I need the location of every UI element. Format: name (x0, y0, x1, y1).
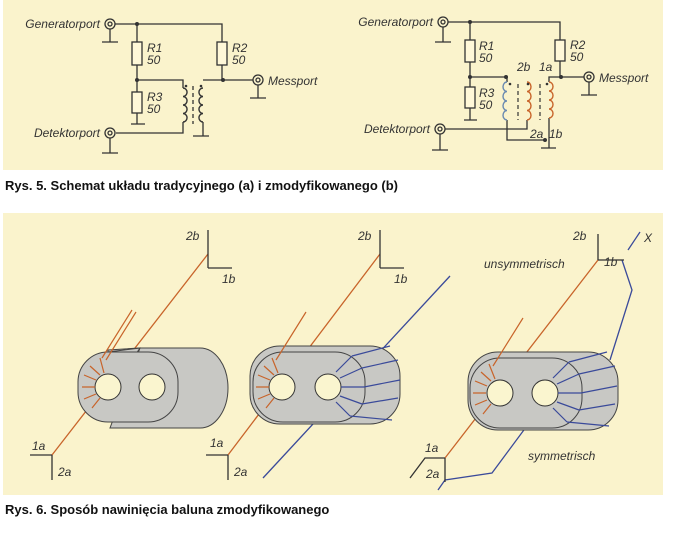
pin-axes (30, 230, 232, 480)
r1-value: 50 (147, 53, 161, 67)
r1-value: 50 (479, 51, 493, 65)
blue-wire (437, 231, 641, 491)
pin-1b-label: 1b (604, 255, 618, 269)
meas-port-connector-icon (581, 71, 597, 96)
r1-label: R1 (147, 41, 162, 55)
unsymmetric-label: unsymmetrisch (484, 257, 565, 271)
detector-port-label: Detektorport (364, 122, 431, 136)
pin-2b-label: 2b (185, 229, 200, 243)
pin-1a-label: 1a (425, 441, 439, 455)
pin-2b-label: 2b (516, 60, 531, 74)
figure5-panel (3, 0, 663, 170)
balun-step1: 2b 1b 1a 2a (30, 229, 236, 480)
balun-step3: 2b 1b X unsymmetrisch symmetrisch 1a 2a (409, 229, 653, 491)
r2-label: R2 (232, 41, 248, 55)
meas-port-label: Messport (268, 74, 318, 88)
resistor-r2 (554, 39, 566, 62)
pin-2b-label: 2b (357, 229, 372, 243)
resistor-r1 (131, 41, 143, 66)
r3-value: 50 (479, 98, 493, 112)
pin-2a-label: 2a (425, 467, 440, 481)
pin-2a-label: 2a (57, 465, 72, 479)
r3-label: R3 (147, 90, 163, 104)
pin-1a-label: 1a (539, 60, 553, 74)
r2-value: 50 (570, 50, 584, 64)
balun-transformer-icon (502, 81, 554, 121)
pin-1a-label: 1a (210, 436, 224, 450)
r2-label: R2 (570, 38, 586, 52)
r3-value: 50 (147, 102, 161, 116)
pin-axes (409, 234, 624, 482)
generator-port-connector-icon (435, 16, 451, 43)
generator-port-label: Generatorport (358, 15, 433, 29)
balun-step2: 2b 1b 1a 2a (206, 229, 451, 480)
generator-port-label: Generatorport (25, 17, 100, 31)
r2-value: 50 (232, 53, 246, 67)
pin-1b-label: 1b (222, 272, 236, 286)
pin-2a-label: 2a (529, 127, 544, 141)
resistor-r3 (131, 91, 143, 114)
pin-2a-label: 2a (233, 465, 248, 479)
resistor-r1 (464, 39, 476, 63)
transformer-icon (182, 84, 204, 124)
meas-port-label: Messport (599, 71, 649, 85)
pin-1a-label: 1a (32, 439, 46, 453)
circuit-a: Generatorport R1 50 R2 50 R3 50 Messport… (25, 17, 318, 154)
pin-x-label: X (643, 231, 653, 245)
r3-label: R3 (479, 86, 495, 100)
pin-1b-label: 1b (394, 272, 408, 286)
meas-port-connector-icon (250, 74, 266, 99)
detector-port-label: Detektorport (34, 126, 101, 140)
figure6-caption: Rys. 6. Sposób nawinięcia baluna zmodyfi… (5, 502, 329, 517)
figure5-caption: Rys. 5. Schemat układu tradycyjnego (a) … (5, 178, 398, 193)
r1-label: R1 (479, 39, 494, 53)
pin-axes (206, 230, 404, 480)
resistor-r3 (464, 86, 476, 109)
circuit-b: Generatorport R1 50 R2 50 R3 50 2b 1a 2a… (358, 15, 649, 151)
detector-port-connector-icon (432, 123, 448, 151)
pin-1b-label: 1b (549, 127, 563, 141)
detector-port-connector-icon (102, 127, 118, 154)
symmetric-label: symmetrisch (528, 449, 596, 463)
resistor-r2 (216, 41, 228, 66)
pin-2b-label: 2b (572, 229, 587, 243)
